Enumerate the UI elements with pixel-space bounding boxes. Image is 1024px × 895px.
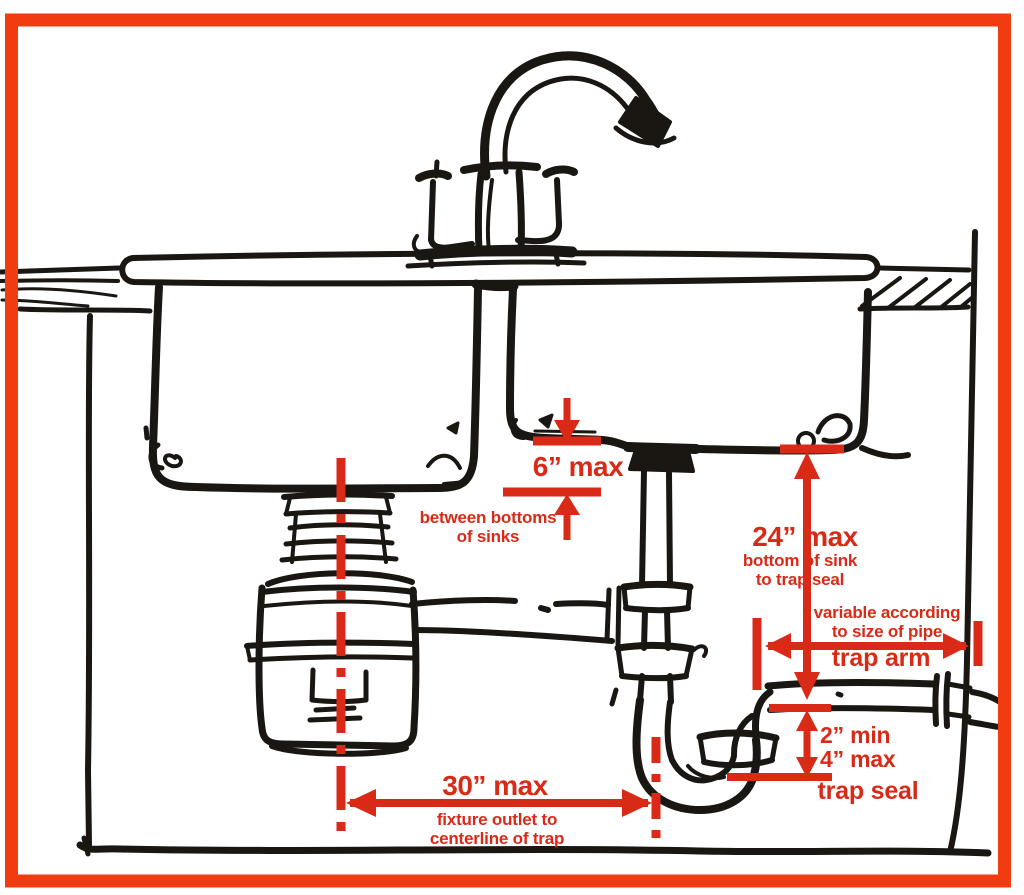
trap-seal-minmax: 2” min 4” max (820, 723, 940, 771)
trap-arm-note: variable according to size of pipe (787, 603, 987, 641)
sink-gap-label-line1: between bottoms (419, 508, 557, 527)
sink-to-trap-label-line1: bottom of sink (742, 551, 858, 570)
sink-gap-dimension (503, 398, 601, 540)
arrow-left-icon (346, 789, 376, 817)
fixture-to-trap-label: fixture outlet to centerline of trap (397, 810, 597, 848)
fixture-to-trap-dimension (336, 458, 661, 842)
trap-seal-label: trap seal (817, 777, 919, 805)
trap-arm-dimension (752, 618, 983, 690)
sink-gap-label: between bottoms of sinks (398, 508, 578, 546)
sink-gap-label-line2: of sinks (456, 527, 520, 546)
arrow-up-icon (794, 452, 820, 479)
sink-gap-value: 6” max (532, 451, 624, 482)
arrow-left-icon (765, 633, 791, 659)
arrow-up-icon (554, 494, 580, 515)
faucet (405, 51, 677, 269)
p-trap (609, 687, 780, 814)
trap-seal-dimension (727, 704, 832, 781)
disposal-waste-pipe (409, 585, 622, 647)
red-border-frame (5, 13, 1011, 888)
arrow-right-icon (622, 789, 652, 817)
cabinet-and-wall (76, 229, 992, 857)
sink-to-trap-label: bottom of sink to trap seal (710, 551, 890, 589)
faucet-spout-tip (618, 96, 672, 148)
arrow-right-icon (943, 633, 969, 659)
drain-tailpiece (614, 442, 709, 705)
garbage-disposal (244, 491, 420, 757)
trap-seal-max: 4” max (820, 746, 896, 772)
left-sink (143, 279, 519, 493)
fixture-to-trap-label-line2: centerline of trap (429, 829, 565, 848)
trap-arm-label: trap arm (831, 644, 931, 672)
arrow-down-icon (796, 757, 818, 778)
sink-to-trap-label-line2: to trap seal (755, 570, 845, 589)
sink-to-trap-value: 24” max (752, 521, 858, 552)
trap-arm-note-line2: to size of pipe (831, 622, 943, 641)
arrow-up-icon (796, 710, 818, 731)
trap-seal-min: 2” min (820, 722, 891, 748)
arrow-down-icon (554, 420, 580, 443)
arrow-down-icon (794, 672, 820, 700)
trap-arm-note-line1: variable according (813, 603, 961, 622)
measurements (336, 398, 983, 842)
fixture-to-trap-value: 30” max (442, 770, 548, 801)
fixture-to-trap-label-line1: fixture outlet to (436, 810, 558, 829)
